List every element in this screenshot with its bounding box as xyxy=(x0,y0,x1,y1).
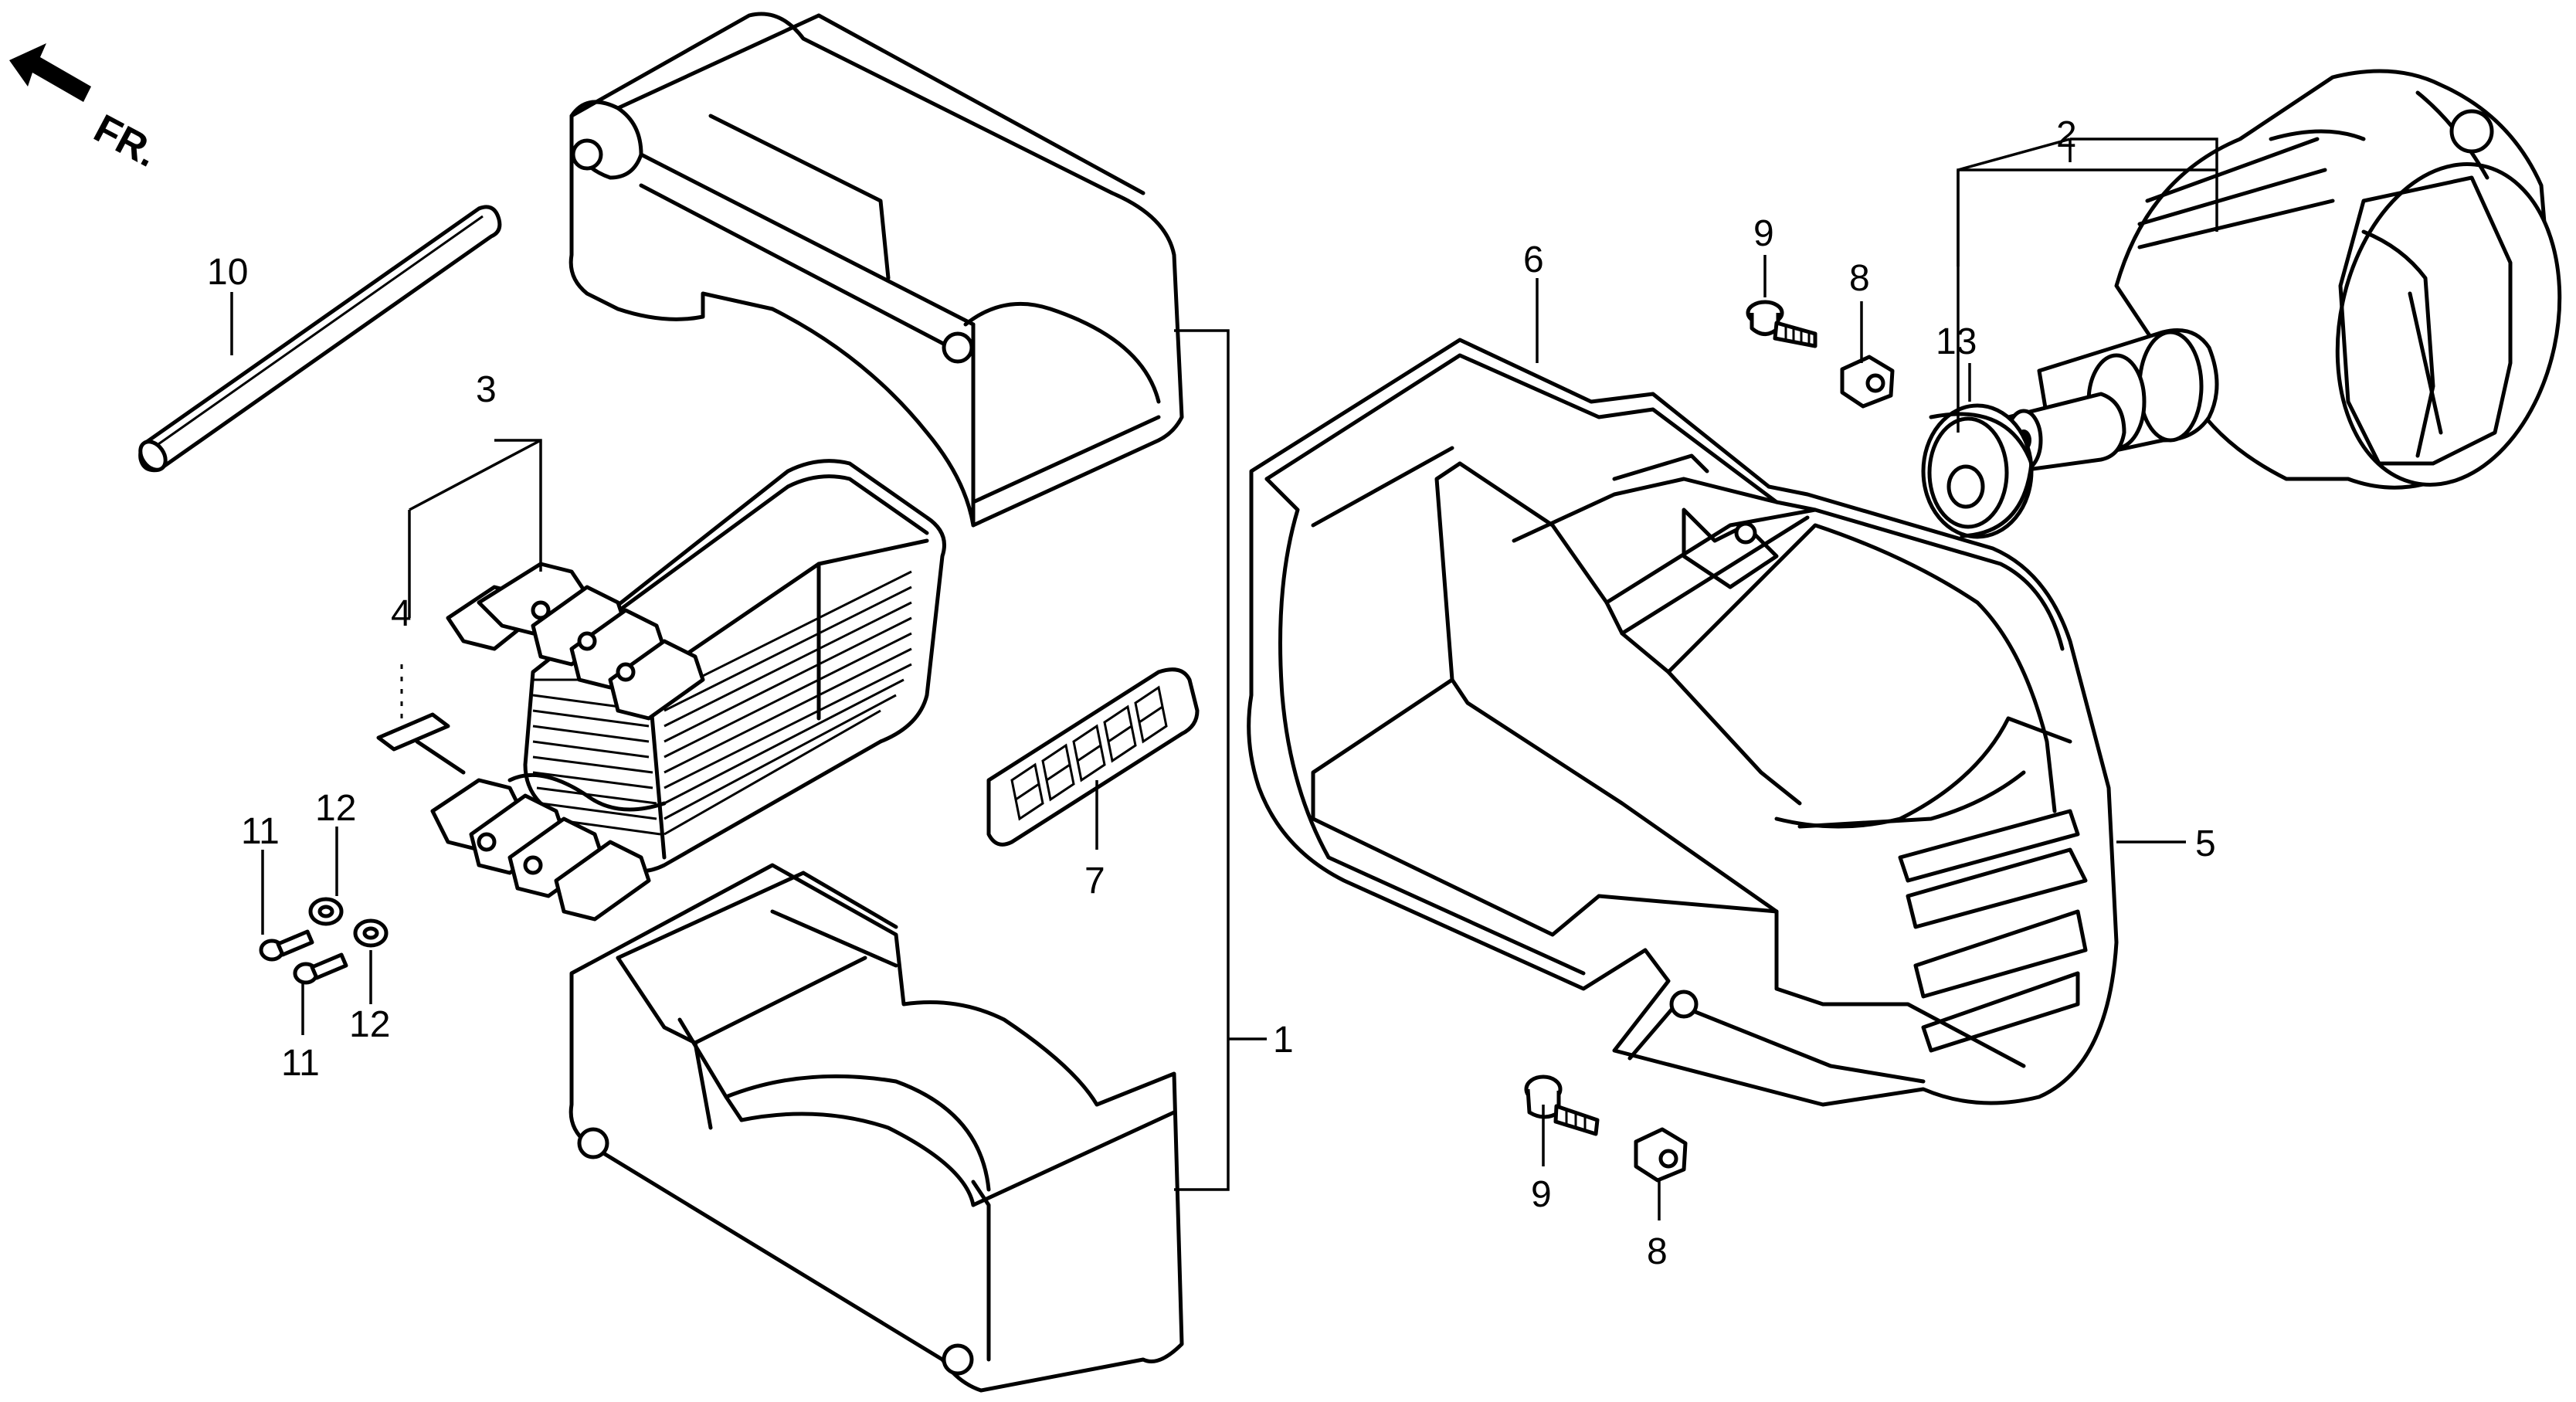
part-coil-assembly xyxy=(415,459,946,922)
callout-13: 13 xyxy=(1936,321,1977,362)
part-washer-b xyxy=(353,918,389,948)
part-washer-a xyxy=(308,897,344,926)
part-clip-lower xyxy=(1634,1127,1688,1183)
callout-12-lower: 12 xyxy=(349,1004,390,1045)
part-rod xyxy=(138,205,502,473)
front-direction-indicator: FR. xyxy=(9,43,165,176)
callout-9-lower: 9 xyxy=(1531,1174,1552,1215)
callout-2: 2 xyxy=(2056,114,2077,155)
part-screw-upper xyxy=(1746,300,1817,348)
callout-7: 7 xyxy=(1084,861,1105,901)
callout-11-lower: 11 xyxy=(281,1043,320,1084)
callout-10: 10 xyxy=(207,252,248,293)
callout-8-lower: 8 xyxy=(1647,1231,1668,1272)
callout-numbers: 1 2 3 4 5 6 7 8 8 9 9 10 11 11 12 12 13 xyxy=(207,114,2216,1272)
callout-6: 6 xyxy=(1523,239,1544,280)
part-grille-plate xyxy=(986,667,1200,847)
callout-9-upper: 9 xyxy=(1753,213,1774,254)
part-rotor xyxy=(1921,69,2562,539)
part-upper-cover xyxy=(568,12,1184,528)
part-lower-cover xyxy=(568,863,1184,1393)
front-label: FR. xyxy=(87,106,165,176)
part-shroud xyxy=(1247,338,2119,1107)
callout-3: 3 xyxy=(476,369,497,410)
callout-5: 5 xyxy=(2195,823,2216,864)
part-clip-upper xyxy=(1840,355,1895,409)
part-label-tag xyxy=(376,664,450,752)
leader-lines xyxy=(230,137,2218,1220)
callout-4: 4 xyxy=(391,593,412,634)
part-screw-lower xyxy=(1524,1074,1600,1136)
callout-1: 1 xyxy=(1273,1020,1294,1061)
part-small-screw-a xyxy=(259,929,314,962)
callout-8-upper: 8 xyxy=(1849,258,1870,299)
part-small-screw-b xyxy=(293,952,348,985)
callout-11-upper: 11 xyxy=(241,811,280,852)
front-arrow-icon xyxy=(9,43,91,102)
callout-12-upper: 12 xyxy=(315,788,356,829)
